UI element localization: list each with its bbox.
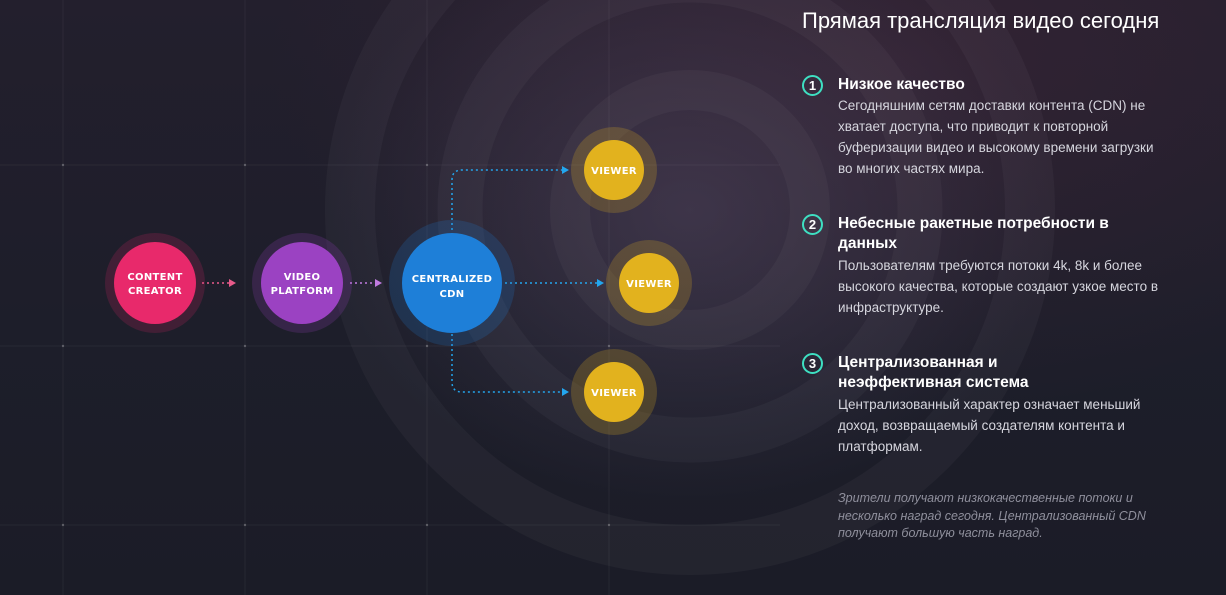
item-description: Централизованный характер означает меньш…: [838, 397, 1141, 454]
node-viewer-bottom-label: VIEWER: [591, 388, 637, 399]
item-title: Низкое качество: [838, 76, 965, 93]
item-description: Пользователям требуются потоки 4k, 8k и …: [838, 258, 1158, 315]
grid-dot: [61, 163, 65, 167]
item-number-badge: 2: [802, 214, 823, 235]
item-number-badge: 3: [802, 353, 823, 374]
arrowhead-platform-cdn: [375, 279, 382, 287]
grid-dot: [243, 163, 247, 167]
node-viewer-middle: VIEWER: [606, 240, 692, 326]
arrowhead-creator-platform: [229, 279, 236, 287]
arrowhead-cdn-viewer-middle: [597, 279, 604, 287]
grid-dot: [425, 163, 429, 167]
node-cdn-label-1: CENTRALIZED: [412, 274, 493, 285]
node-viewer-top: VIEWER: [571, 127, 657, 213]
grid-dot: [607, 344, 611, 348]
node-centralized-cdn: CENTRALIZED CDN: [389, 220, 515, 346]
node-viewer-bottom: VIEWER: [571, 349, 657, 435]
item-description: Сегодняшним сетям доставки контента (CDN…: [838, 98, 1154, 176]
node-video-platform: VIDEO PLATFORM: [252, 233, 352, 333]
arrowhead-cdn-viewer-top: [562, 166, 569, 174]
node-video-platform-label-1: VIDEO: [284, 272, 321, 283]
grid-dot: [425, 344, 429, 348]
page-title: Прямая трансляция видео сегодня: [802, 8, 1160, 33]
grid-dot: [61, 523, 65, 527]
item-title: Централизованная и неэффективная система: [838, 354, 1029, 391]
item-title: Небесные ракетные потребности в данных: [838, 215, 1109, 252]
node-viewer-middle-label: VIEWER: [626, 279, 672, 290]
grid-dot: [243, 344, 247, 348]
node-content-creator-label-1: CONTENT: [127, 272, 182, 283]
node-video-platform-label-2: PLATFORM: [271, 286, 334, 297]
node-content-creator: CONTENT CREATOR: [105, 233, 205, 333]
footnote: Зрители получают низкокачественные поток…: [838, 491, 1146, 540]
connector-cdn-viewer-bottom: [451, 334, 562, 393]
node-viewer-top-label: VIEWER: [591, 166, 637, 177]
connector-cdn-viewer-top: [451, 169, 562, 230]
node-content-creator-label-2: CREATOR: [128, 286, 182, 297]
grid-dot: [243, 523, 247, 527]
cdn-flow-diagram: CONTENT CREATOR VIDEO PLATFORM CENTRALIZ…: [105, 127, 692, 435]
node-cdn-label-2: CDN: [440, 289, 465, 300]
grid-dot: [61, 344, 65, 348]
grid-dot: [607, 523, 611, 527]
item-number-badge: 1: [802, 75, 823, 96]
arrowhead-cdn-viewer-bottom: [562, 388, 569, 396]
grid-dot: [425, 523, 429, 527]
